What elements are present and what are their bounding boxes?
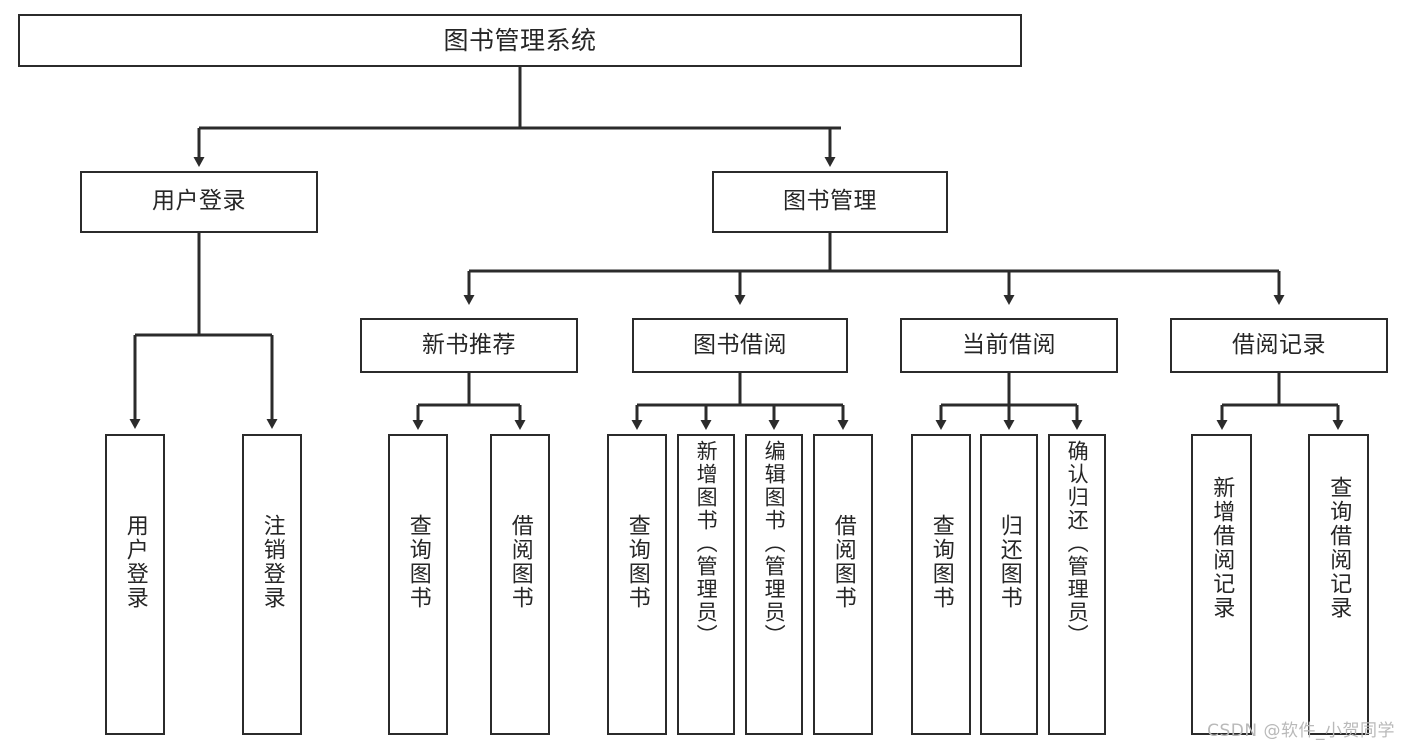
node-leaf-cur-confirm-return[interactable]: 确认归还（管理员） [1048,434,1106,735]
node-book-manage[interactable]: 图书管理 [712,171,948,233]
node-new-book-recommend-label: 新书推荐 [422,331,516,358]
node-leaf-borrow-edit-book[interactable]: 编辑图书（管理员） [745,434,803,735]
node-root[interactable]: 图书管理系统 [18,14,1022,67]
node-leaf-rec-add-record[interactable]: 新增借阅记录 [1191,434,1252,735]
node-leaf-rec-query-record[interactable]: 查询借阅记录 [1308,434,1369,735]
node-leaf-user-logout[interactable]: 注销登录 [242,434,302,735]
node-leaf-rec-query-book-label: 查询图书 [405,514,431,610]
node-leaf-borrow-add-book-label: 新增图书（管理员） [694,440,719,647]
node-leaf-user-login[interactable]: 用户登录 [105,434,165,735]
node-leaf-cur-query-book-label: 查询图书 [928,514,954,610]
node-leaf-rec-add-record-label: 新增借阅记录 [1209,476,1235,620]
node-user-login[interactable]: 用户登录 [80,171,318,233]
node-book-manage-label: 图书管理 [783,188,877,215]
node-leaf-rec-query-book[interactable]: 查询图书 [388,434,448,735]
node-leaf-borrow-query-book-label: 查询图书 [624,514,650,610]
node-book-borrow-label: 图书借阅 [693,331,787,358]
node-current-borrow[interactable]: 当前借阅 [900,318,1118,373]
node-leaf-cur-return-book-label: 归还图书 [996,514,1022,610]
node-leaf-user-login-label: 用户登录 [122,514,148,610]
node-leaf-borrow-add-book[interactable]: 新增图书（管理员） [677,434,735,735]
node-user-login-label: 用户登录 [152,188,246,215]
node-borrow-record[interactable]: 借阅记录 [1170,318,1388,373]
node-leaf-cur-confirm-return-label: 确认归还（管理员） [1065,440,1090,647]
node-leaf-borrow-borrow-book-label: 借阅图书 [830,514,856,610]
node-borrow-record-label: 借阅记录 [1232,331,1326,358]
node-root-label: 图书管理系统 [443,25,597,55]
node-new-book-recommend[interactable]: 新书推荐 [360,318,578,373]
node-leaf-cur-return-book[interactable]: 归还图书 [980,434,1038,735]
node-leaf-rec-borrow-book-label: 借阅图书 [507,514,533,610]
node-leaf-user-logout-label: 注销登录 [259,514,285,610]
node-leaf-borrow-query-book[interactable]: 查询图书 [607,434,667,735]
node-leaf-borrow-edit-book-label: 编辑图书（管理员） [762,440,787,647]
node-book-borrow[interactable]: 图书借阅 [632,318,848,373]
node-leaf-rec-borrow-book[interactable]: 借阅图书 [490,434,550,735]
node-current-borrow-label: 当前借阅 [962,331,1056,358]
node-leaf-cur-query-book[interactable]: 查询图书 [911,434,971,735]
node-leaf-rec-query-record-label: 查询借阅记录 [1326,476,1352,620]
node-leaf-borrow-borrow-book[interactable]: 借阅图书 [813,434,873,735]
